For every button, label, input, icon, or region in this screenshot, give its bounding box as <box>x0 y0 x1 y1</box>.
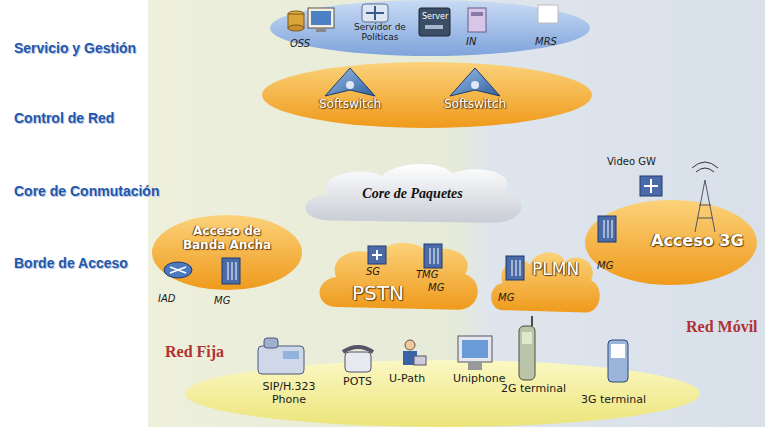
packet-core-cloud: Core de Paquetes <box>295 158 530 230</box>
policy-server-icon <box>362 4 388 22</box>
node-text: Acceso de Banda Ancha <box>177 225 277 253</box>
sip-phone-icon <box>258 338 304 374</box>
node-text: Core de Paquetes <box>295 186 530 202</box>
node-text: MG <box>597 260 613 272</box>
layer-label: Core de Conmutación <box>14 183 159 199</box>
softswitch: Softswitch <box>295 66 405 116</box>
node-text: SIP/H.323 Phone <box>257 381 321 406</box>
node-text: Server <box>422 12 448 21</box>
node-text: 3G terminal <box>581 394 646 407</box>
2g-terminal-icon <box>519 316 535 380</box>
network-label: Red Fija <box>165 343 224 361</box>
node-text: Video GW <box>607 156 656 168</box>
mg-icon <box>222 258 240 284</box>
node-text: TMG <box>416 269 439 281</box>
node-text: IN <box>466 36 476 48</box>
network-label: Red Móvil <box>686 318 758 336</box>
node-text: MG <box>214 295 230 307</box>
server-icon <box>419 8 450 36</box>
node-text: SG <box>366 266 380 278</box>
mrs-icon <box>538 5 558 23</box>
layer-label: Borde de Acceso <box>14 255 128 271</box>
video-gw-icon <box>640 176 662 196</box>
pots-icon <box>343 347 373 372</box>
node-text: IAD <box>158 293 176 305</box>
node-text: Acceso 3G <box>651 232 744 250</box>
u-path-icon <box>403 340 426 365</box>
tower-icon <box>692 162 718 232</box>
sg-icon <box>368 246 386 264</box>
node-text: MRS <box>535 36 557 48</box>
node-text: 2G terminal <box>501 383 566 396</box>
3g-mg-icon <box>598 216 616 242</box>
node-text: POTS <box>343 376 372 389</box>
layer-label: Control de Red <box>14 110 114 126</box>
tmg-icon <box>424 244 442 268</box>
oss-icon <box>288 8 334 32</box>
pstn-cloud-outline <box>312 236 484 318</box>
node-text: OSS <box>290 38 310 50</box>
softswitch: Softswitch <box>420 66 530 116</box>
node-text: PSTN <box>352 282 404 305</box>
uniphone-icon <box>458 336 492 370</box>
in-icon <box>468 8 486 32</box>
node-text: PLMN <box>532 260 579 280</box>
layer-label: Servicio y Gestión <box>14 40 136 56</box>
plmn-cloud-outline <box>486 246 604 320</box>
node-text: MG <box>498 292 514 304</box>
plmn-cloud: MG PLMN <box>486 246 604 320</box>
plmn-mg-icon <box>506 256 524 280</box>
node-text: Uniphone <box>453 373 506 386</box>
node-text: Softswitch <box>295 98 405 112</box>
node-text: U-Path <box>389 373 425 386</box>
iad-icon <box>164 262 192 278</box>
3g-terminal-icon <box>608 340 628 382</box>
control-band <box>262 62 592 128</box>
pstn-cloud: SG TMG PSTN MG <box>312 236 484 318</box>
node-text: Servidor de Políticas <box>348 22 412 43</box>
node-text: Softswitch <box>420 98 530 112</box>
node-text: MG <box>428 282 444 294</box>
